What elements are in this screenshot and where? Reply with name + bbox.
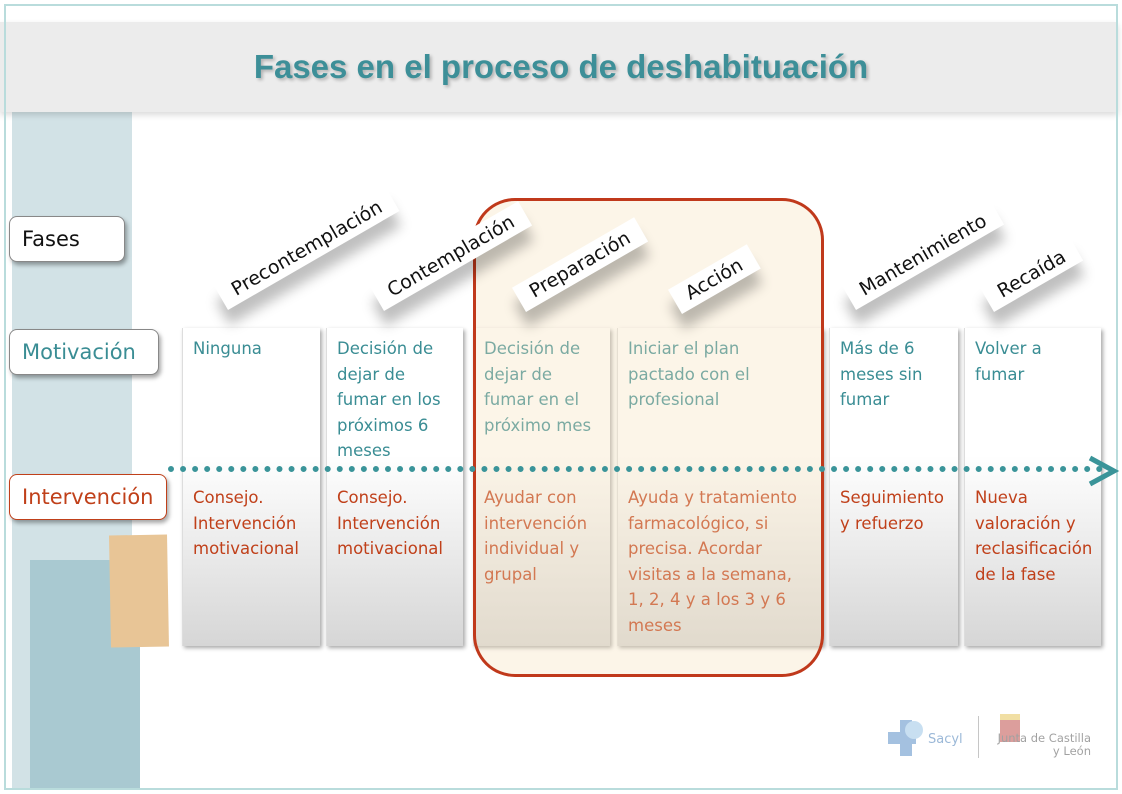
- timeline-arrow: [168, 466, 1103, 472]
- motivation-text: Volver a fumar: [975, 339, 1042, 384]
- phase-column-accion: Iniciar el plan pactado con el profesion…: [617, 328, 823, 646]
- intervention-text: Consejo. Intervención motivacional: [337, 488, 444, 558]
- intervention-text: Nueva valoración y reclasificación de la…: [975, 488, 1093, 584]
- intervention-text: Consejo. Intervención motivacional: [193, 488, 300, 558]
- logo-divider: [978, 716, 979, 758]
- highlight-box: [473, 198, 824, 677]
- title-bar: [0, 22, 1118, 112]
- intervention-text: Seguimiento y refuerzo: [840, 488, 944, 533]
- motivation-text: Ninguna: [193, 339, 262, 358]
- sacyl-logo-text: Sacyl: [928, 732, 963, 747]
- slide-frame: [4, 4, 1118, 790]
- motivation-text: Iniciar el plan pactado con el profesion…: [628, 339, 750, 409]
- motivation-text: Más de 6 meses sin fumar: [840, 339, 923, 409]
- row-label-intervencion: Intervención: [9, 474, 167, 520]
- phase-column-preparacion: Decisión de dejar de fumar en el próximo…: [473, 328, 610, 646]
- intervention-text: Ayudar con intervención individual y gru…: [484, 488, 588, 584]
- junta-logo-text: Junta de Castilla y León: [997, 731, 1091, 758]
- arrow-head-icon: [1088, 455, 1120, 487]
- motivation-text: Decisión de dejar de fumar en los próxim…: [337, 339, 441, 460]
- phase-column-contemplacion: Decisión de dejar de fumar en los próxim…: [326, 328, 463, 646]
- intervention-text: Ayuda y tratamiento farmacológico, si pr…: [628, 488, 798, 635]
- motivation-text: Decisión de dejar de fumar en el próximo…: [484, 339, 592, 435]
- row-label-motivacion: Motivación: [9, 329, 159, 375]
- row-label-fases: Fases: [9, 216, 125, 262]
- sacyl-logo-icon: [888, 720, 923, 756]
- logos: Sacyl Junta de Castilla y León: [888, 712, 1091, 762]
- slide-title: Fases en el proceso de deshabituación: [253, 48, 869, 85]
- junta-shield-icon: [1000, 714, 1020, 742]
